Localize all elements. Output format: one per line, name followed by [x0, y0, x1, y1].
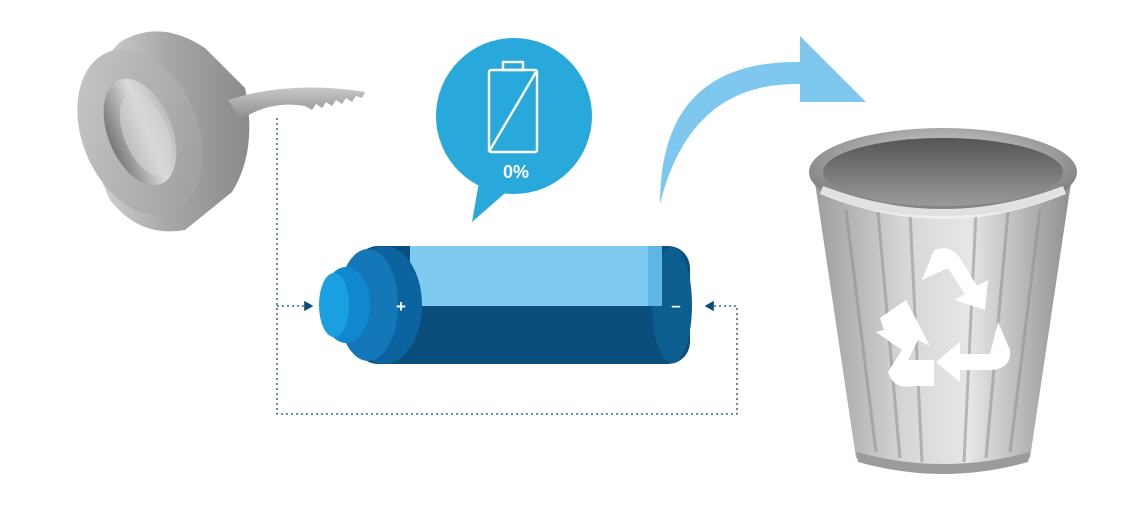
battery-status-bubble: 0% — [436, 38, 592, 222]
wire-connection — [276, 118, 738, 415]
positive-terminal-label: + — [396, 297, 406, 316]
curved-arrow-icon — [660, 36, 866, 204]
recycle-bin-icon — [809, 128, 1077, 474]
charge-label: 0% — [503, 162, 529, 182]
negative-terminal-label: – — [671, 296, 680, 315]
empty-battery-icon — [487, 60, 539, 154]
recycle-symbol-icon — [876, 248, 1011, 387]
duct-tape-roll-icon — [77, 31, 365, 232]
battery-icon: + – — [319, 246, 692, 364]
